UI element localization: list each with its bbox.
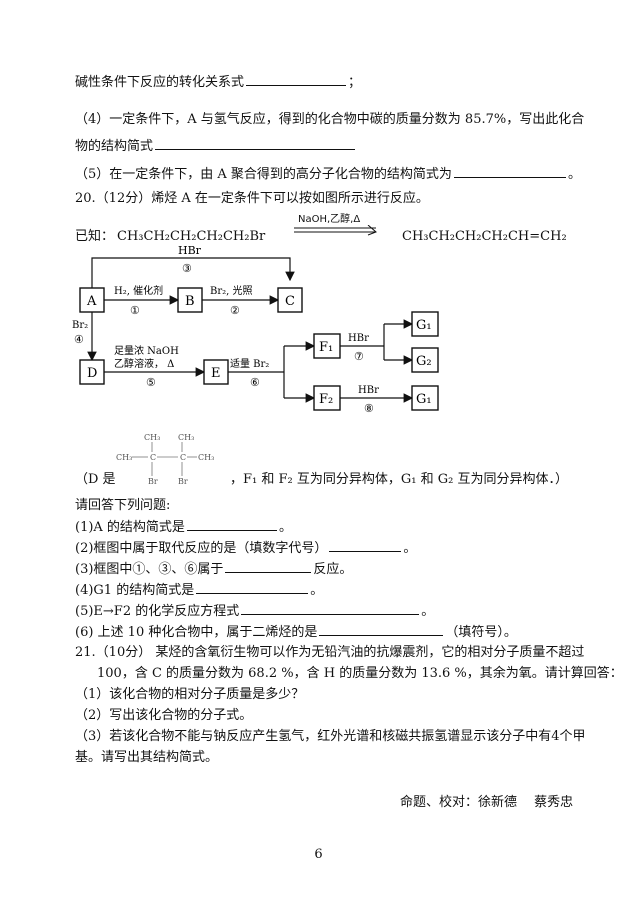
d-ch3-right: CH₃ (198, 453, 214, 462)
question-20-title: 20.（12分）烯烃 A 在一定条件下可以按如图所示进行反应。 (75, 191, 429, 206)
q5-text: （5）在一定条件下，由 A 聚合得到的高分子化合物的结构简式为 (75, 167, 452, 182)
question-21-part-2: （2）写出该化合物的分子式。 (75, 708, 253, 723)
answer-blank[interactable] (246, 73, 347, 86)
answer-blank[interactable] (241, 602, 420, 615)
node-d-label: D (87, 366, 97, 381)
answer-blank[interactable] (155, 137, 356, 150)
label-step-3: ③ (182, 262, 192, 275)
node-g1-second (411, 385, 439, 411)
d-c-right: C (180, 453, 186, 462)
sub-question-2: (2)框图中属于取代反应的是（填数字代号） 。 (75, 539, 416, 557)
d-structure: CH₃ CH₃ CH₃ C C CH₃ Br Br (116, 433, 214, 486)
label-step-1: ① (130, 304, 140, 317)
label-br2-light: Br₂, 光照 (210, 284, 253, 297)
d-ch3-top-right: CH₃ (178, 433, 194, 442)
author-credit: 命题、校对：徐新德 蔡秀忠 (400, 795, 574, 810)
please-answer: 请回答下列问题: (75, 498, 171, 513)
q4-text: 物的结构简式 (75, 139, 154, 154)
node-e-label: E (211, 366, 221, 381)
question-21-line-1: 21.（10分） 某烃的含氧衍生物可以作为无铅汽油的抗爆震剂，它的相对分子质量不… (75, 645, 585, 660)
known-reactant: CH₃CH₂CH₂CH₂CH₂Br (117, 229, 266, 244)
node-f1-label: F₁ (319, 340, 333, 355)
answer-blank[interactable] (329, 539, 402, 552)
label-naoh-1: 足量浓 NaOH (114, 345, 179, 357)
question-5-line: （5）在一定条件下，由 A 聚合得到的高分子化合物的结构简式为 。 (75, 165, 581, 183)
answer-blank[interactable] (319, 623, 444, 636)
sub-question-4: (4)G1 的结构简式是 。 (75, 581, 323, 599)
punct: 反应。 (313, 562, 353, 577)
question-21-part-3b: 基。请写出其结构简式。 (75, 750, 219, 765)
d-br-right: Br (178, 477, 188, 486)
answer-blank[interactable] (453, 165, 566, 178)
label-h2-cat: H₂, 催化剂 (114, 284, 163, 297)
sub-question-3: (3)框图中①、③、⑥属于 反应。 (75, 560, 352, 578)
sub-question-5: (5)E→F2 的化学反应方程式 。 (75, 602, 434, 620)
node-f1 (313, 333, 341, 359)
label-step-2: ② (230, 304, 240, 317)
s3-text: (3)框图中①、③、⑥属于 (75, 562, 224, 577)
label-br2: Br₂ (72, 320, 88, 331)
label-hbr-7: HBr (348, 333, 369, 344)
reaction-text: 碱性条件下反应的转化关系式 (75, 75, 245, 90)
answer-blank[interactable] (196, 581, 309, 594)
label-naoh-2: 乙醇溶液， Δ (114, 357, 174, 370)
d-br-left: Br (148, 477, 158, 486)
node-g1-label: G₁ (416, 318, 432, 333)
label-hbr-8: HBr (358, 385, 379, 396)
known-arrow (294, 225, 377, 236)
s1-text: (1)A 的结构简式是 (75, 520, 185, 535)
answer-blank[interactable] (225, 560, 312, 573)
punct: 。 (567, 167, 581, 182)
node-g1 (411, 311, 439, 337)
label-step-6: ⑥ (250, 376, 260, 389)
node-g2 (411, 347, 439, 373)
d-ch3-left: CH₃ (116, 453, 132, 462)
node-f2-label: F₂ (319, 392, 333, 407)
sub-question-6: (6) 上述 10 种化合物中，属于二烯烃的是 （填符号）。 (75, 623, 517, 641)
node-b (177, 287, 203, 313)
node-e (203, 359, 229, 385)
known-label: 已知： (75, 229, 115, 244)
d-note-prefix: （D 是 (75, 472, 116, 487)
label-hbr-3: HBr (178, 244, 202, 257)
node-a-label: A (86, 294, 97, 309)
punct: 。 (403, 541, 417, 556)
question-21-line-2: 100，含 C 的质量分数为 68.2 %，含 H 的质量分数为 13.6 %，… (97, 666, 623, 681)
node-c (277, 287, 303, 313)
reaction-flowchart: HBr ③ A H₂, 催化剂 ① B Br₂, 光照 ② C Br₂ ④ D … (72, 244, 439, 415)
s5-text: (5)E→F2 的化学反应方程式 (75, 604, 240, 619)
sub-question-1: (1)A 的结构简式是 。 (75, 518, 292, 536)
node-d (79, 359, 105, 385)
arrow-a-to-c (91, 257, 295, 288)
node-c-label: C (285, 294, 295, 309)
s2-text: (2)框图中属于取代反应的是（填数字代号） (75, 541, 328, 556)
label-br2-qty: 适量 Br₂ (230, 358, 269, 370)
node-g1-second-label: G₁ (416, 392, 432, 407)
answer-blank[interactable] (186, 518, 277, 531)
s4-text: (4)G1 的结构简式是 (75, 583, 195, 598)
d-note-suffix: ，F₁ 和 F₂ 互为同分异构体，G₁ 和 G₂ 互为同分异构体．） (230, 472, 568, 487)
label-step-8: ⑧ (364, 402, 374, 415)
question-4-line-2: 物的结构简式 (75, 137, 357, 155)
label-step-7: ⑦ (354, 350, 364, 363)
punct: 。 (278, 520, 292, 535)
node-g2-label: G₂ (416, 354, 432, 369)
punct: ； (348, 75, 362, 90)
known-product: CH₃CH₂CH₂CH₂CH=CH₂ (402, 229, 567, 244)
known-condition: NaOH,乙醇,Δ (298, 214, 361, 225)
s6-text: (6) 上述 10 种化合物中，属于二烯烃的是 (75, 625, 318, 640)
d-c-left: C (150, 453, 156, 462)
punct: 。 (421, 604, 435, 619)
label-step-4: ④ (74, 333, 84, 346)
text-line-1: 碱性条件下反应的转化关系式 ； (75, 73, 361, 91)
d-ch3-top-left: CH₃ (144, 433, 160, 442)
node-b-label: B (185, 294, 195, 309)
punct: 。 (310, 583, 324, 598)
question-21-part-3a: （3）若该化合物不能与钠反应产生氢气，红外光谱和核磁共振氢谱显示该分子中有4个甲 (75, 729, 586, 744)
label-step-5: ⑤ (146, 376, 156, 389)
page-number: 6 (314, 847, 323, 862)
question-4-line-1: （4）一定条件下，A 与氢气反应，得到的化合物中碳的质量分数为 85.7%，写出… (75, 112, 585, 127)
punct: （填符号）。 (445, 625, 517, 640)
question-21-part-1: （1）该化合物的相对分子质量是多少？ (75, 687, 305, 702)
